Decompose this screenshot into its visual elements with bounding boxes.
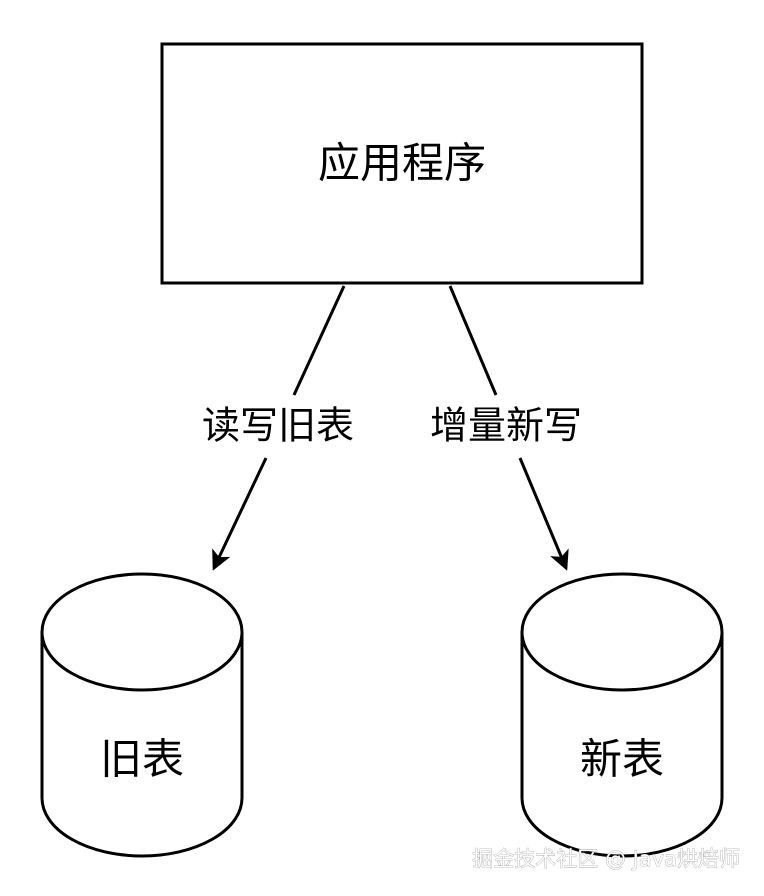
app-box	[160, 42, 644, 285]
edge-to-old-table: 读写旧表	[202, 285, 354, 571]
edge-label-read-write-old: 读写旧表	[202, 404, 354, 448]
new-table-cylinder-top	[520, 572, 724, 692]
old-table-label: 旧表	[100, 735, 184, 784]
new-table-cylinder-body	[520, 632, 724, 858]
edge-line-upper	[448, 285, 498, 396]
new-table-label: 新表	[580, 735, 664, 784]
edge-line-upper	[292, 285, 346, 396]
app-label: 应用程序	[318, 139, 486, 188]
new-table-node: 新表	[520, 572, 724, 858]
watermark-text: 掘金技术社区 @ Java烘焙师	[472, 847, 740, 871]
edge-label-incremental-write: 增量新写	[430, 404, 582, 448]
old-table-cylinder-body	[40, 632, 244, 858]
old-table-node: 旧表	[40, 572, 244, 858]
old-table-cylinder-top	[40, 572, 244, 692]
edge-arrow-lower	[212, 457, 268, 571]
edge-arrow-lower	[518, 457, 569, 571]
edge-to-new-table: 增量新写	[430, 285, 582, 571]
app-node: 应用程序	[160, 42, 644, 285]
